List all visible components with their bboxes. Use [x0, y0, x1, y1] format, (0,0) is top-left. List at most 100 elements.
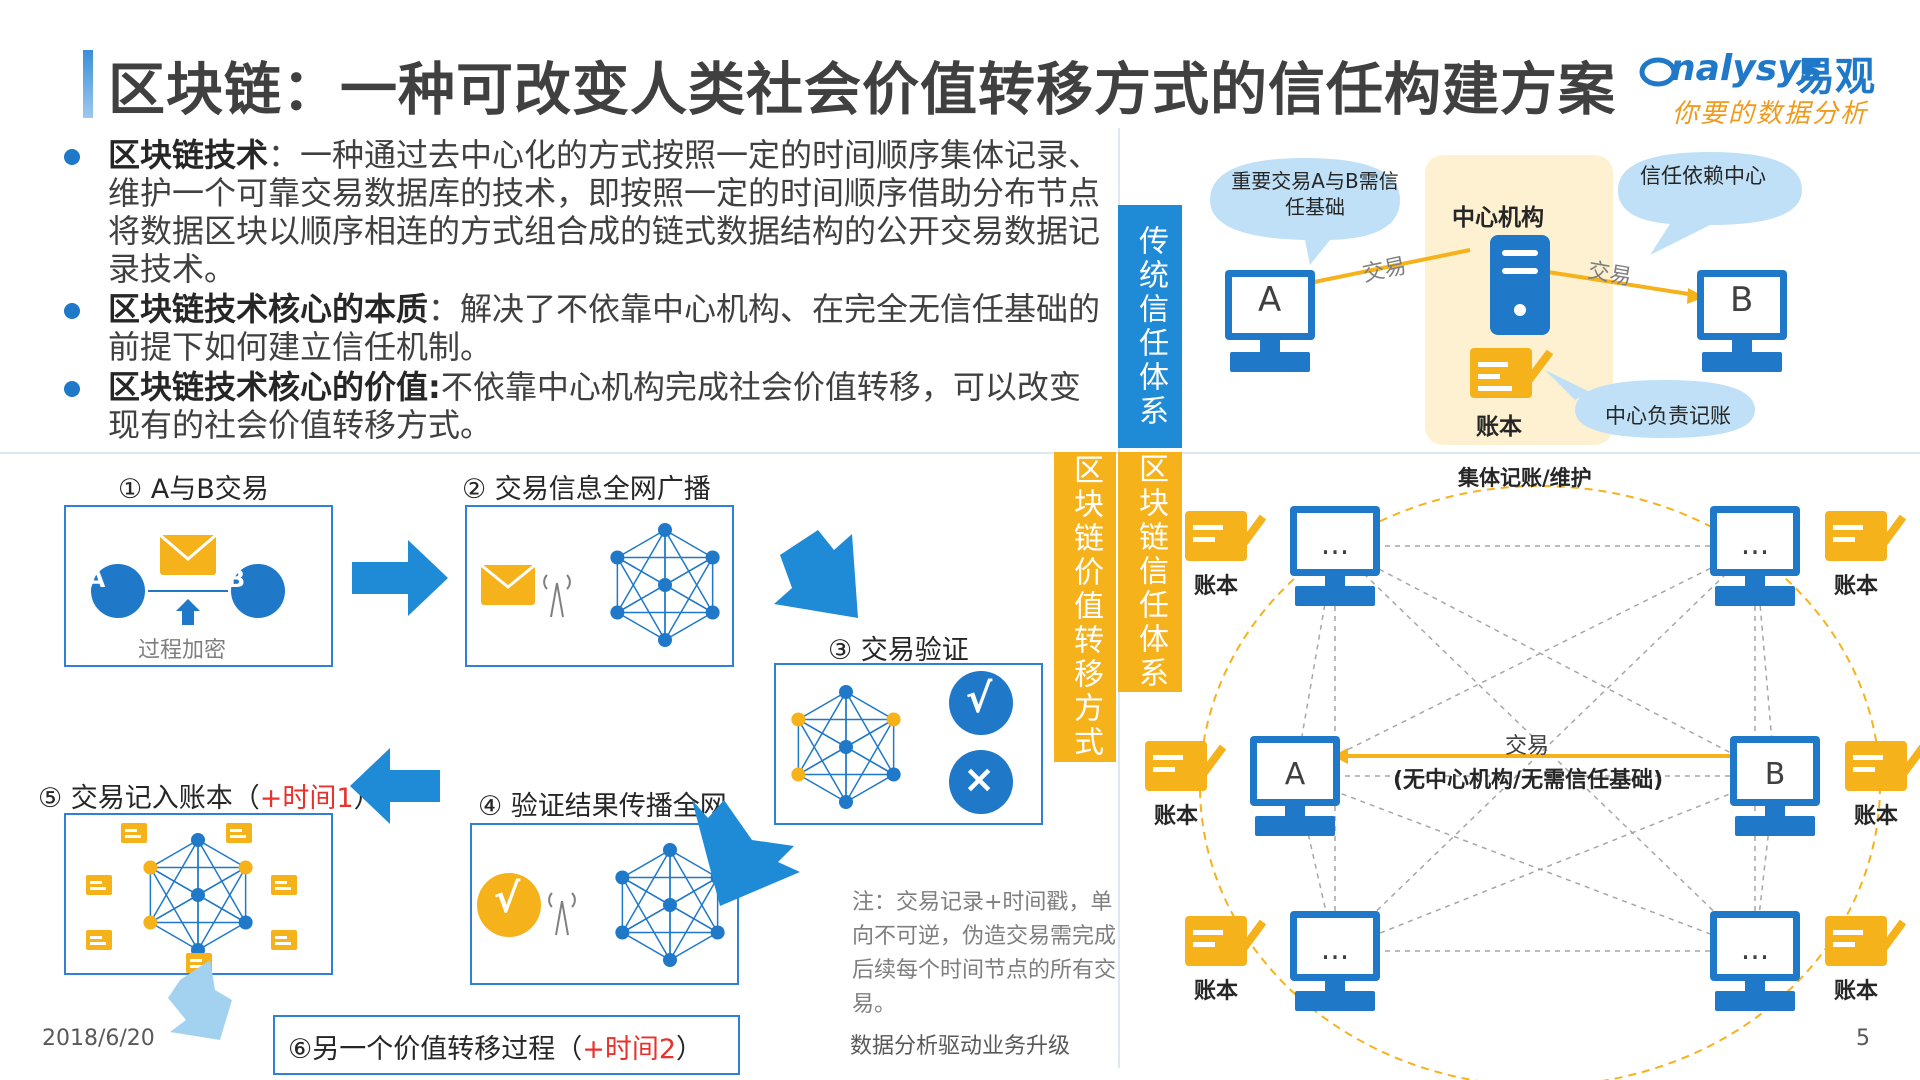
- ledger-icon: 账本: [1825, 511, 1907, 599]
- step-4-ok: √: [493, 876, 521, 922]
- check-circle-icon: [949, 671, 1013, 735]
- node-b-circle: [231, 564, 285, 618]
- step-6-box: [273, 1015, 740, 1075]
- step-3-label: ③ 交易验证: [828, 635, 969, 666]
- computer-b-icon: [1697, 270, 1787, 372]
- flow-arrows: [168, 530, 858, 1040]
- bullet-head: 区块链技术: [108, 136, 269, 174]
- step-1-box: [64, 505, 333, 667]
- trade-arrow-left: [1284, 248, 1471, 290]
- broadcast-icon: [543, 574, 571, 618]
- bullet-head: 区块链技术核心的本质: [108, 290, 429, 328]
- bubble-right-text: 信任依赖中心: [1640, 164, 1766, 188]
- band-blockchain-value: 区块链价值转移方式: [1054, 452, 1116, 762]
- band-traditional: 传统信任体系: [1118, 205, 1182, 448]
- peer-computer-icon: ...: [1290, 911, 1380, 1011]
- arrow-down-light-icon: [168, 960, 232, 1040]
- step-1-b: B: [226, 565, 246, 593]
- traditional-trust-diagram: [1210, 152, 1802, 445]
- node-a-label: A: [1258, 280, 1282, 320]
- bubble-left: [1210, 158, 1400, 265]
- timestamp-note: 注：交易记录+时间戳，单向不可逆，伪造交易需完成后续每个时间节点的所有交易。: [852, 890, 1117, 1017]
- peer-computer-label: ...: [1741, 932, 1770, 967]
- ledger-icon: [86, 875, 112, 895]
- step-3-no: ×: [963, 757, 995, 801]
- p2p-trade-label: 交易: [1505, 734, 1550, 759]
- peer-computer-icon: B: [1730, 736, 1820, 836]
- bullet-list: 区块链技术：一种通过去中心化的方式按照一定的时间顺序集体记录、维护一个可靠交易数…: [58, 136, 1108, 446]
- ledger-label: 账本: [1834, 979, 1878, 1004]
- peer-computer-icon: ...: [1710, 911, 1800, 1011]
- peer-computer-label: ...: [1321, 932, 1350, 967]
- step-3-ok: √: [965, 676, 993, 722]
- title-accent-bar: [83, 50, 93, 118]
- ledger-icon: 账本: [1825, 916, 1907, 1004]
- trade-arrow-right: [1534, 268, 1696, 297]
- blockchain-trust-diagram: ... 账本... 账本 A 账本 B 账本... 账本... 账本: [1145, 485, 1920, 1080]
- center-org-label: 中心机构: [1452, 205, 1544, 231]
- bullet-text: ：一种通过去中心化的方式按照一定的时间顺序集体记录、维护一个可靠交易数据库的技术…: [108, 136, 1101, 288]
- peer-computer-label: B: [1765, 757, 1786, 792]
- p2p-trade-note: (无中心机构/无需信任基础): [1393, 768, 1664, 793]
- ledger-icon: 账本: [1845, 741, 1920, 829]
- bullet-text: ：解决了不依靠中心机构、在完全无信任基础的前提下如何建立信任机制。: [108, 290, 1101, 366]
- step-1-label: ① A与B交易: [118, 474, 269, 505]
- peer-computer-icon: ...: [1710, 506, 1800, 606]
- logo: [1638, 50, 1678, 94]
- band-blockchain-trust: 区块链信任体系: [1118, 452, 1182, 692]
- step-4-box: [470, 823, 739, 985]
- ledger-label: 账本: [1834, 574, 1878, 599]
- broadcast-icon: [548, 892, 576, 936]
- logo-text-cn: 易观: [1795, 54, 1875, 100]
- arrow-down-right-icon: [774, 530, 858, 618]
- step-2-graphic: [480, 523, 720, 647]
- step-1-a: A: [86, 565, 106, 593]
- step-3-box: [774, 663, 1043, 825]
- step-5-graphic: [86, 823, 297, 973]
- ledger-label: 账本: [1194, 574, 1238, 599]
- ledger-icon: 账本: [1185, 916, 1267, 1004]
- peer-computer-label: ...: [1741, 527, 1770, 562]
- step-5-box: [64, 813, 333, 975]
- computer-a-icon: [1225, 270, 1315, 372]
- network-mesh-icon: [610, 523, 720, 647]
- step-2-label: ② 交易信息全网广播: [462, 474, 711, 505]
- logo-slogan: 你要的数据分析: [1672, 99, 1869, 129]
- bubble-right: [1618, 152, 1802, 255]
- server-icon: [1490, 235, 1550, 335]
- footer-date: 2018/6/20: [42, 1026, 155, 1051]
- arrow-left-icon: [350, 748, 440, 824]
- footer-tagline: 数据分析驱动业务升级: [850, 1034, 1071, 1059]
- logo-text-en: nalysys: [1670, 48, 1823, 89]
- step-4-label: ④ 验证结果传播全网: [478, 791, 727, 822]
- cross-circle-icon: [949, 750, 1013, 814]
- ledger-label: 账本: [1154, 804, 1198, 829]
- bullet-item: 区块链技术核心的本质：解决了不依靠中心机构、在完全无信任基础的前提下如何建立信任…: [58, 290, 1108, 366]
- arrow-right-icon: [352, 540, 448, 616]
- network-mesh-icon: [143, 833, 253, 957]
- network-mesh-icon: [615, 843, 725, 967]
- step-3-graphic: [791, 671, 1013, 814]
- ledger-icon: 账本: [1185, 511, 1267, 599]
- ledger-icons: [86, 823, 297, 973]
- arrow-down-left-icon: [692, 800, 800, 906]
- bullet-item: 区块链技术：一种通过去中心化的方式按照一定的时间顺序集体记录、维护一个可靠交易数…: [58, 136, 1108, 288]
- logo-swoosh-icon: [1639, 57, 1677, 87]
- horizontal-divider-left: [0, 452, 1115, 454]
- bubble-left-text: 重要交易A与B需信任基础: [1231, 169, 1399, 219]
- collective-ledger-label: 集体记账/维护: [1458, 466, 1592, 490]
- up-arrow-icon: [176, 599, 200, 625]
- bubble-bottom-text: 中心负责记账: [1605, 404, 1731, 428]
- node-b-label: B: [1730, 280, 1754, 320]
- ledger-icon: [86, 930, 112, 950]
- step-6-label: ⑥另一个价值转移过程（+时间2）: [288, 1034, 704, 1065]
- node-a-circle: [91, 564, 145, 618]
- step-1-note: 过程加密: [138, 638, 227, 663]
- bullet-item: 区块链技术核心的价值:不依靠中心机构完成社会价值转移，可以改变现有的社会价值转移…: [58, 368, 1108, 444]
- ledger-icon: [226, 823, 252, 843]
- bullet-head: 区块链技术核心的价值:: [108, 368, 441, 406]
- envelope-icon: [160, 535, 216, 575]
- peer-computer-label: ...: [1321, 527, 1350, 562]
- step-4-graphic: [477, 843, 725, 967]
- peer-computer-icon: A: [1250, 736, 1340, 836]
